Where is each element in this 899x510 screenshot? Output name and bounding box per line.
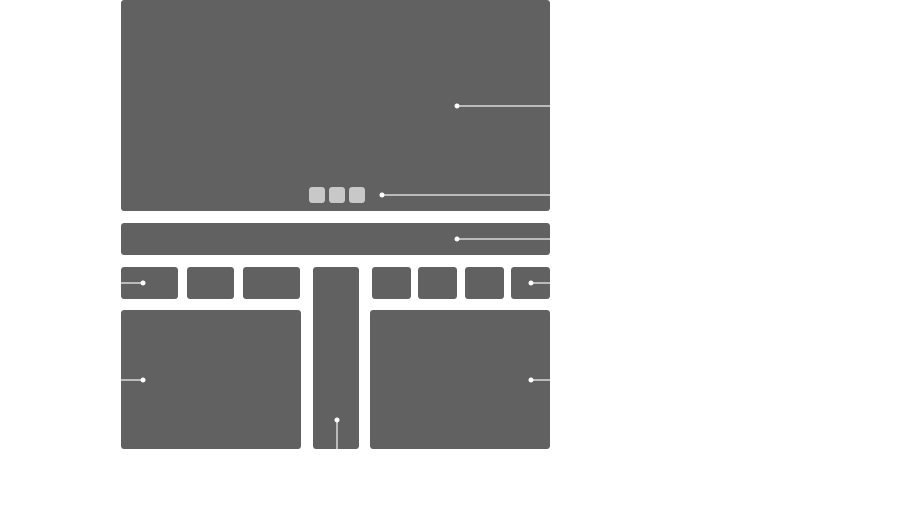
top-row-key-1 <box>121 267 178 299</box>
page-indicator-dot-1 <box>309 187 325 203</box>
top-row-key-6 <box>465 267 504 299</box>
wide-bar <box>121 223 550 255</box>
left-pad <box>121 310 301 449</box>
top-row-key-3 <box>243 267 300 299</box>
page-indicator-dot-3 <box>349 187 365 203</box>
top-row-key-5 <box>418 267 457 299</box>
top-row-key-4 <box>372 267 411 299</box>
top-row-key-2 <box>187 267 234 299</box>
screen-area <box>121 0 550 211</box>
top-row-key-7 <box>511 267 550 299</box>
center-column <box>313 267 359 449</box>
right-pad <box>370 310 550 449</box>
page-indicator-dot-2 <box>329 187 345 203</box>
